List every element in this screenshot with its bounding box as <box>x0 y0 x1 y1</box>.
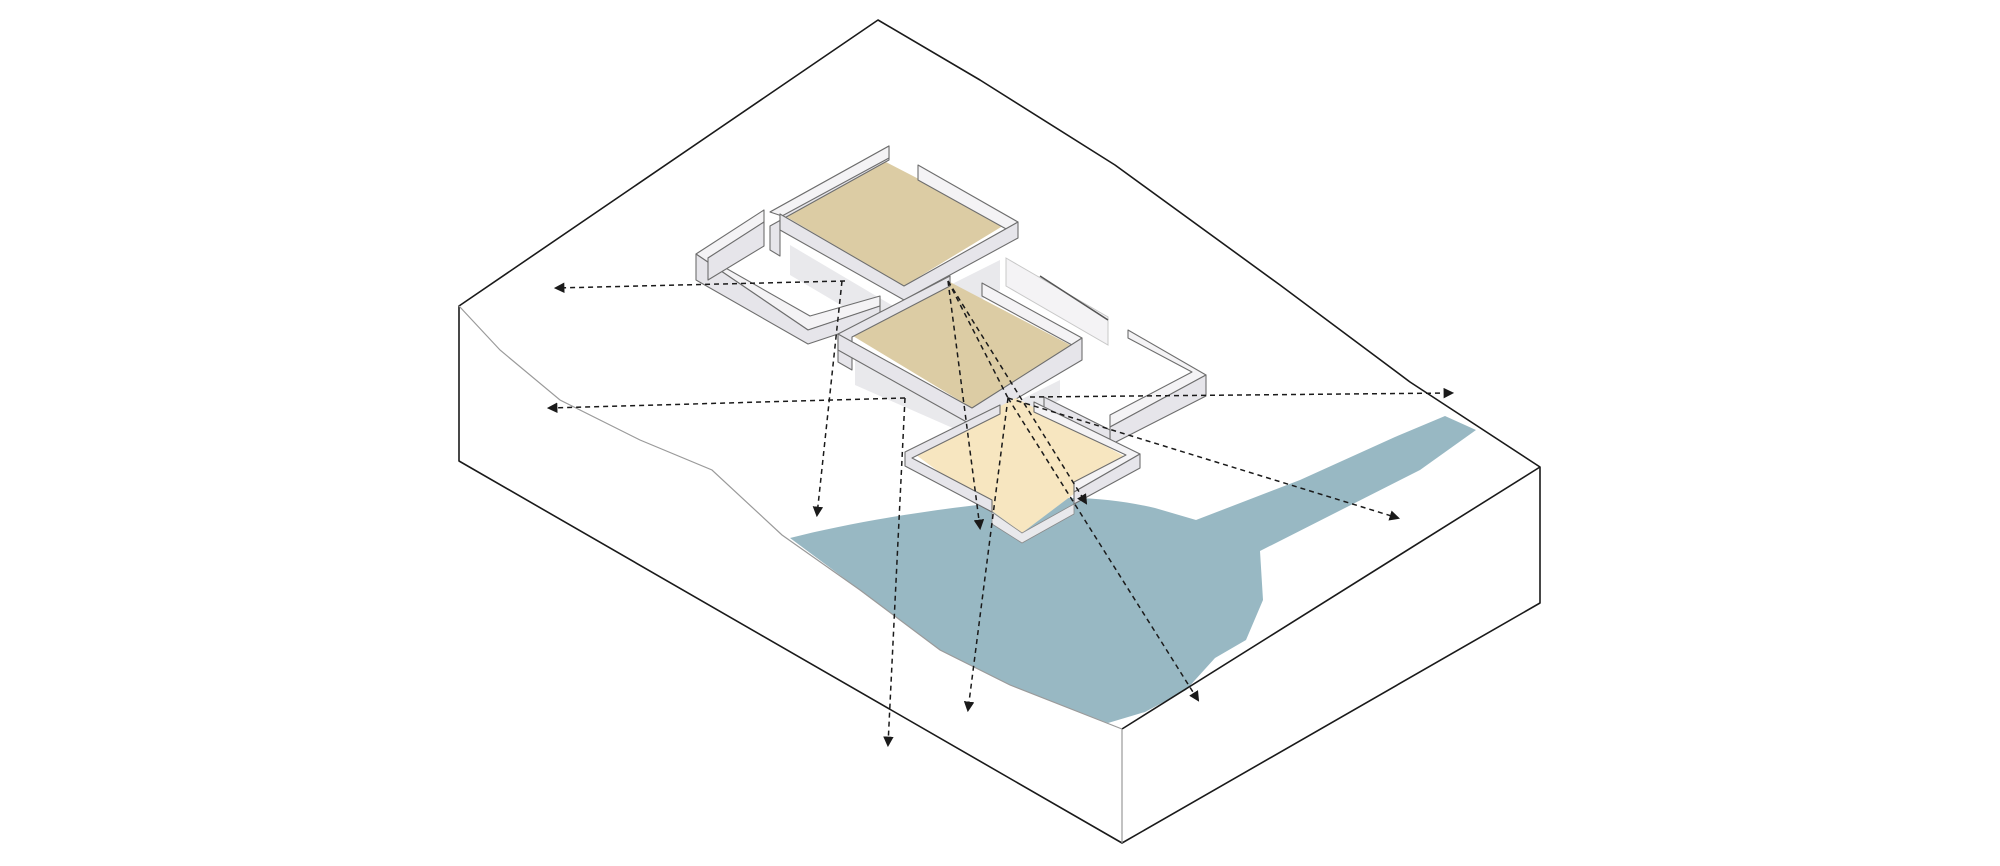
glass-screen-slat <box>1039 275 1109 321</box>
river-water <box>790 416 1476 723</box>
pavilion-lower-left-rail <box>904 404 1001 513</box>
terrain-left-face <box>459 306 1122 843</box>
view-arrows <box>546 280 1455 748</box>
pavilion-upper-roof <box>780 160 1006 286</box>
view-arrow-west-upper <box>553 280 846 294</box>
pavilion-middle-roof <box>848 281 1074 408</box>
left-frame-back <box>707 221 765 281</box>
left-wall-frame <box>695 209 881 345</box>
view-arrow-middle-cross <box>947 280 1009 399</box>
view-arrow-southeast-long <box>1007 397 1200 702</box>
pavilion-upper-back-rail <box>769 145 890 217</box>
view-arrow-south-far <box>883 397 906 748</box>
pavilion-lower <box>904 398 1141 544</box>
view-arrow-diagonal-deck <box>947 280 1088 505</box>
view-arrow-east <box>1029 387 1455 399</box>
pavilion-middle <box>837 275 1083 426</box>
view-arrow-lower-south <box>963 397 1009 713</box>
view-arrow-south-left <box>812 280 843 518</box>
terrain-edges <box>458 19 1541 844</box>
terrain-front-face <box>1122 467 1540 843</box>
view-arrow-middle-down <box>947 280 985 531</box>
glass-screen <box>1005 257 1109 346</box>
pavilion-upper <box>769 145 1019 301</box>
pavilion-middle-left-wall <box>837 275 951 371</box>
building-cluster <box>695 145 1207 544</box>
